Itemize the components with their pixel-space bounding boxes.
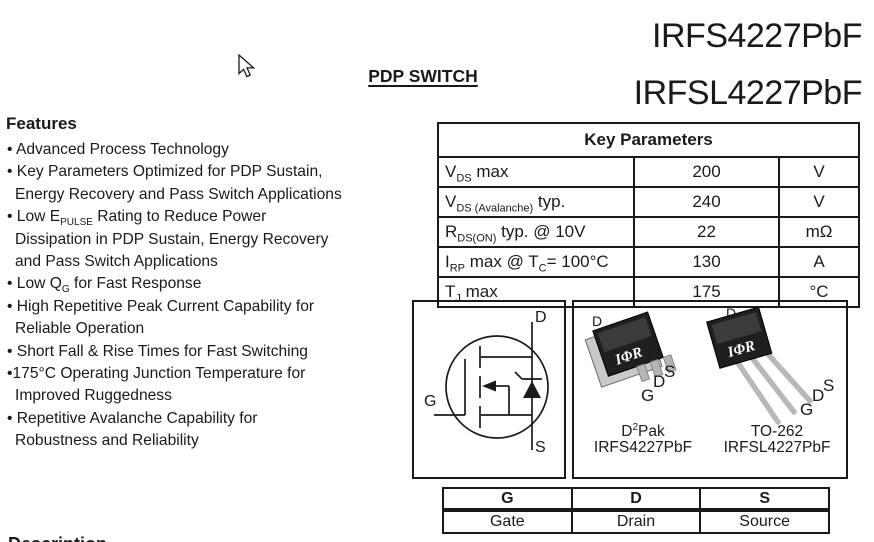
key-parameters-title: Key Parameters: [437, 122, 860, 158]
package-images: IΦR IΦR: [584, 306, 813, 425]
feature-item: •175°C Operating Junction Temperature fo…: [7, 365, 306, 383]
bullet-icon: •: [7, 208, 17, 226]
to262-caption: TO-262 IRFSL4227PbF: [714, 424, 840, 456]
bullet-icon: •: [7, 163, 17, 181]
feature-item-continuation: Robustness and Reliability: [15, 432, 199, 450]
mosfet-symbol: [434, 322, 549, 450]
parameter-value: 240: [633, 186, 780, 218]
feature-item-continuation: Dissipation in PDP Sustain, Energy Recov…: [15, 230, 329, 248]
parameter-value: 175: [633, 276, 780, 308]
svg-text:IΦR: IΦR: [725, 338, 757, 361]
parameter-name: RDS(ON) typ. @ 10V: [437, 216, 635, 248]
feature-item-continuation: Improved Ruggedness: [15, 387, 172, 405]
d2pak-package-name: D2Pak: [621, 421, 665, 440]
symbol-source-label: S: [535, 439, 546, 456]
to262-package-image: IΦR: [706, 306, 813, 425]
d2pak-pin-gate-label: G: [641, 386, 655, 405]
to262-package-name: TO-262: [750, 423, 804, 440]
parameter-value: 130: [633, 246, 780, 278]
d2pak-caption: D2Pak IRFS4227PbF: [582, 421, 704, 456]
parameter-unit: V: [778, 186, 860, 218]
d2pak-part-number: IRFS4227PbF: [593, 439, 693, 456]
feature-item: • Key Parameters Optimized for PDP Susta…: [7, 163, 323, 181]
feature-item-continuation: Energy Recovery and Pass Switch Applicat…: [15, 185, 342, 203]
feature-item: • Low EPULSE Rating to Reduce Power: [7, 208, 267, 229]
bullet-icon: •: [7, 365, 13, 383]
bullet-icon: •: [7, 342, 17, 360]
pin-name-cell: Drain: [570, 510, 702, 534]
features-heading: Features: [6, 114, 77, 133]
feature-item-continuation: and Pass Switch Applications: [15, 253, 218, 271]
pin-symbol-cell: G: [442, 487, 573, 510]
feature-item: • Advanced Process Technology: [7, 141, 229, 158]
mouse-cursor-icon: [238, 54, 256, 78]
parameter-value: 200: [633, 156, 780, 188]
parameter-value: 22: [633, 216, 780, 248]
features-list: • Advanced Process Technology • Key Param…: [7, 139, 439, 453]
parameter-unit: V: [778, 156, 860, 188]
bullet-icon: •: [7, 275, 17, 293]
bullet-icon: •: [7, 141, 16, 158]
part-number-titles: IRFS4227PbF IRFSL4227PbF: [633, 8, 863, 122]
d2pak-pin-drain-label: D: [653, 372, 666, 391]
parameter-unit: A: [778, 246, 860, 278]
feature-item: • Short Fall & Rise Times for Fast Switc…: [7, 342, 308, 360]
feature-item: • Repetitive Avalanche Capability for: [7, 409, 258, 427]
parameter-unit: mΩ: [778, 216, 860, 248]
parameter-unit: °C: [778, 276, 860, 308]
feature-item-continuation: Reliable Operation: [15, 320, 145, 338]
feature-item: • Low QG for Fast Response: [7, 275, 202, 296]
to262-pin-source-label: S: [823, 376, 835, 395]
to262-part-number: IRFSL4227PbF: [723, 439, 831, 456]
to262-pin-gate-label: G: [800, 400, 814, 419]
d2pak-pin-source-label: S: [664, 362, 676, 381]
part-number-1: IRFS4227PbF: [652, 17, 862, 55]
bullet-icon: •: [7, 297, 17, 315]
feature-item: • High Repetitive Peak Current Capabilit…: [7, 297, 315, 315]
mosfet-symbol-box: D G S: [412, 300, 566, 479]
d2pak-package-image: IΦR: [584, 311, 677, 388]
pin-name-cell: Gate: [442, 510, 573, 534]
parameter-name: VDS (Avalanche) typ.: [437, 186, 635, 218]
parameter-name: TJ max: [437, 276, 635, 308]
pin-symbol-cell: D: [570, 487, 702, 510]
symbol-drain-label: D: [535, 309, 547, 326]
bullet-icon: •: [7, 409, 17, 427]
parameter-name: VDS max: [437, 156, 635, 188]
d2pak-tab-drain-label: D: [592, 313, 603, 329]
package-outline-box: IΦR IΦR D G D S D G D S: [572, 300, 848, 479]
symbol-gate-label: G: [424, 393, 437, 410]
part-number-2: IRFSL4227PbF: [633, 74, 863, 112]
pin-symbol-cell: S: [699, 487, 830, 510]
parameter-name: IRP max @ TC= 100°C: [437, 246, 635, 278]
pin-name-cell: Source: [699, 510, 830, 534]
description-heading-partial: Description: [8, 534, 107, 542]
to262-tab-drain-label: D: [726, 305, 737, 321]
to262-pin-drain-label: D: [812, 386, 825, 405]
product-line-heading: PDP SWITCH: [368, 66, 478, 86]
